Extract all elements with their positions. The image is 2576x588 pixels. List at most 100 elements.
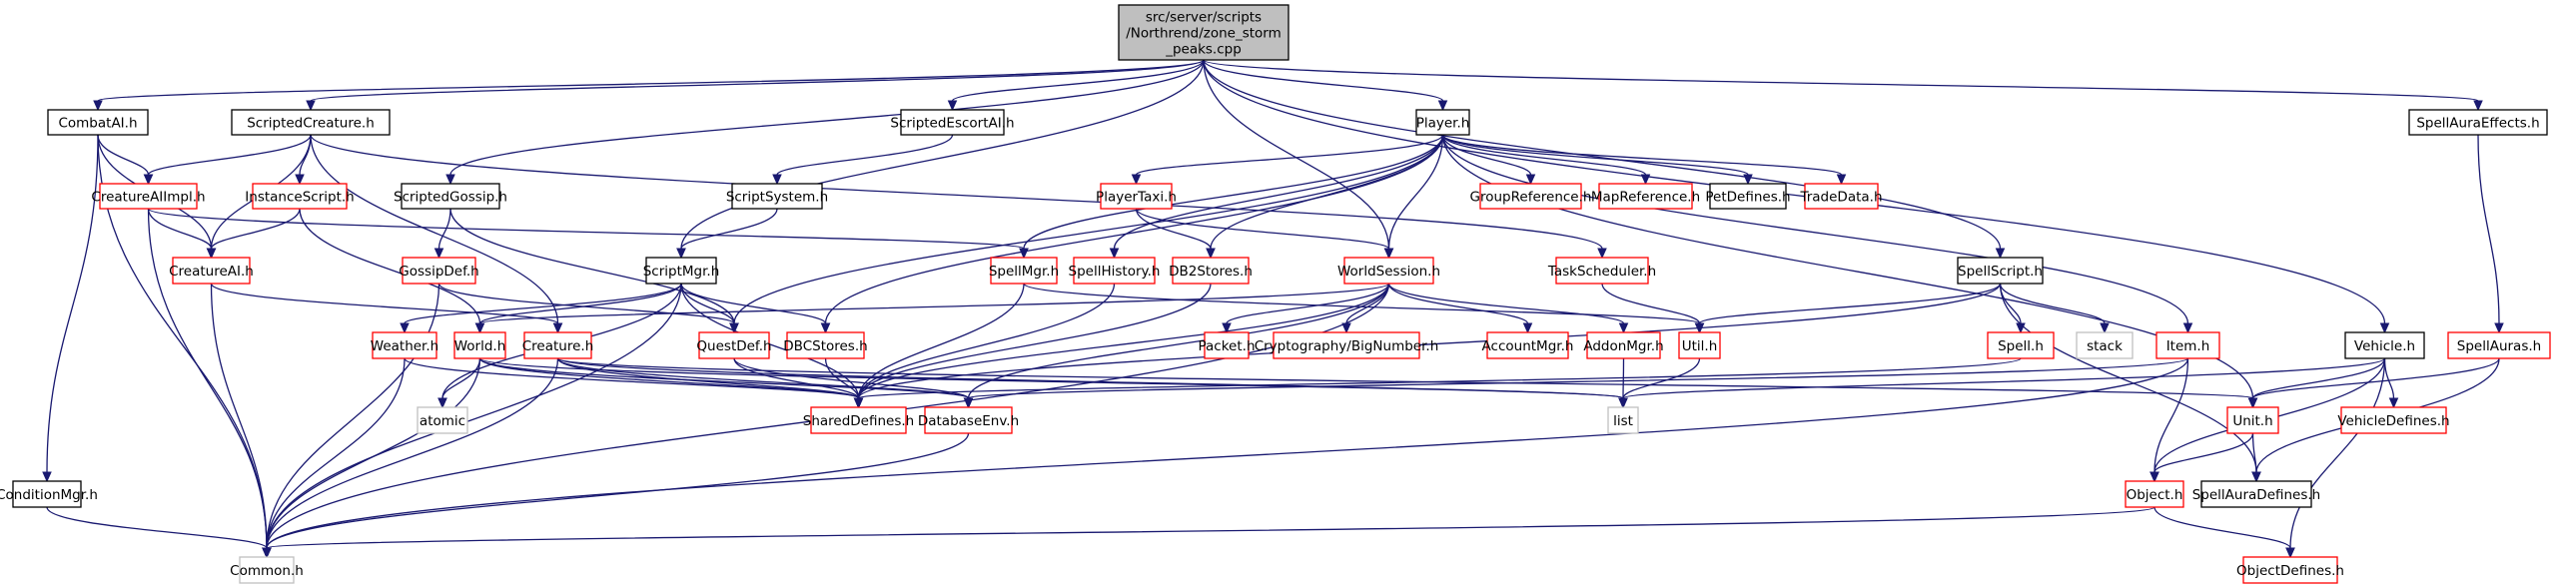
- node-label: Weather.h: [371, 338, 438, 354]
- node-spell-mgr[interactable]: SpellMgr.h: [989, 257, 1059, 285]
- node-pet-defines[interactable]: PetDefines.h: [1705, 183, 1791, 210]
- edge-line: [857, 283, 1025, 399]
- node-dbcstores[interactable]: DBCStores.h: [783, 331, 868, 359]
- edge-player-to-item: [1441, 134, 2193, 334]
- node-box: [402, 257, 476, 285]
- node-label: SpellAuraDefines.h: [2192, 487, 2321, 503]
- node-label: ObjectDefines.h: [2236, 563, 2344, 579]
- edge-gossip-def-to-common: [262, 283, 440, 559]
- edge-line: [1203, 59, 2386, 324]
- node-object-defines[interactable]: ObjectDefines.h: [2236, 556, 2344, 584]
- node-box: [1118, 4, 1289, 61]
- node-label: CreatureAIImpl.h: [91, 190, 205, 206]
- edge-line: [147, 134, 312, 176]
- edge-line: [299, 208, 481, 324]
- node-box: [372, 331, 437, 359]
- edge-line: [478, 283, 682, 324]
- edge-line: [46, 134, 99, 473]
- node-world-session[interactable]: WorldSession.h: [1337, 257, 1440, 285]
- node-vehicle[interactable]: Vehicle.h: [2344, 331, 2425, 359]
- node-script-system[interactable]: ScriptSystem.h: [726, 183, 828, 210]
- node-label: ConditionMgr.h: [0, 487, 98, 503]
- arrowhead-icon: [2473, 100, 2483, 112]
- node-spell-history[interactable]: SpellHistory.h: [1069, 257, 1161, 285]
- node-spell-aura-effects[interactable]: SpellAuraEffects.h: [2408, 109, 2548, 136]
- node-addon-mgr[interactable]: AddonMgr.h: [1583, 331, 1664, 359]
- node-database-env[interactable]: DatabaseEnv.h: [918, 406, 1019, 434]
- node-label: PlayerTaxi.h: [1096, 190, 1177, 206]
- node-label: TaskScheduler.h: [1547, 264, 1656, 280]
- node-trade-data[interactable]: TradeData.h: [1799, 183, 1883, 210]
- node-label: stack: [2087, 338, 2123, 354]
- edge-line: [310, 134, 559, 324]
- edge-line: [1203, 59, 2002, 250]
- node-spell-script[interactable]: SpellScript.h: [1957, 257, 2044, 285]
- edge-line: [266, 506, 2155, 549]
- node-shared-defines[interactable]: SharedDefines.h: [803, 406, 914, 434]
- node-db2-stores[interactable]: DB2Stores.h: [1169, 257, 1253, 285]
- node-vehicle-defines[interactable]: VehicleDefines.h: [2337, 406, 2450, 434]
- node-player-taxi[interactable]: PlayerTaxi.h: [1096, 183, 1177, 210]
- node-scripted-creature[interactable]: ScriptedCreature.h: [231, 109, 391, 136]
- arrowhead-icon: [93, 100, 103, 112]
- node-spell-aura-defines[interactable]: SpellAuraDefines.h: [2192, 480, 2321, 508]
- node-player[interactable]: Player.h: [1415, 109, 1470, 136]
- node-label: Util.h: [1682, 338, 1718, 354]
- edge-line: [437, 208, 451, 250]
- edge-line: [1387, 134, 1444, 250]
- node-account-mgr[interactable]: AccountMgr.h: [1482, 331, 1574, 359]
- node-combat-ai[interactable]: CombatAI.h: [47, 109, 149, 136]
- node-box: [1555, 257, 1649, 285]
- node-spell-auras[interactable]: SpellAuras.h: [2447, 331, 2551, 359]
- edge-line: [1622, 357, 1625, 399]
- node-spell[interactable]: Spell.h: [1987, 331, 2055, 359]
- edge-line: [1622, 357, 2386, 399]
- node-gossip-def[interactable]: GossipDef.h: [399, 257, 479, 285]
- node-scripted-escort-ai[interactable]: ScriptedEscortAI.h: [890, 109, 1015, 136]
- node-box: [1073, 257, 1156, 285]
- edge-scripted-gossip-to-gossip-def: [433, 208, 451, 260]
- node-creature-aiimpl[interactable]: CreatureAIImpl.h: [91, 183, 206, 210]
- edge-line: [2251, 357, 2386, 399]
- edge-line: [680, 208, 778, 250]
- node-label: SharedDefines.h: [803, 413, 914, 429]
- arrowhead-icon: [1222, 322, 1232, 334]
- node-box: [1957, 257, 2044, 285]
- edge-scripted-creature-to-creature: [310, 134, 563, 334]
- arrowhead-icon: [1206, 248, 1216, 260]
- node-world[interactable]: World.h: [453, 331, 506, 359]
- node-box: [1486, 331, 1569, 359]
- node-packet[interactable]: Packet.h: [1198, 331, 1256, 359]
- node-unit[interactable]: Unit.h: [2226, 406, 2279, 434]
- edge-condition-mgr-to-common: [46, 506, 272, 559]
- node-box: [924, 406, 1013, 434]
- node-box: [1709, 183, 1787, 210]
- node-condition-mgr[interactable]: ConditionMgr.h: [0, 480, 98, 508]
- edge-weather-to-common: [262, 357, 406, 559]
- node-big-number[interactable]: Cryptography/BigNumber.h: [1255, 331, 1439, 359]
- node-map-reference[interactable]: MapReference.h: [1591, 183, 1700, 210]
- node-instance-script[interactable]: InstanceScript.h: [245, 183, 355, 210]
- node-util[interactable]: Util.h: [1678, 331, 1721, 359]
- arrowhead-icon: [820, 322, 831, 334]
- node-scripted-gossip[interactable]: ScriptedGossip.h: [394, 183, 507, 210]
- arrowhead-icon: [552, 322, 563, 334]
- node-weather[interactable]: Weather.h: [371, 331, 438, 359]
- node-root[interactable]: src/server/scripts/Northrend/zone_storm_…: [1118, 4, 1289, 61]
- node-creature[interactable]: Creature.h: [522, 331, 594, 359]
- node-box: [2340, 406, 2447, 434]
- node-task-scheduler[interactable]: TaskScheduler.h: [1547, 257, 1656, 285]
- node-label: src/server/scripts: [1146, 10, 1262, 26]
- node-group-reference[interactable]: GroupReference.h: [1470, 183, 1592, 210]
- node-box: [2155, 331, 2220, 359]
- edge-player-to-spell-mgr: [1019, 134, 1444, 260]
- node-script-mgr[interactable]: ScriptMgr.h: [643, 257, 720, 285]
- node-item[interactable]: Item.h: [2155, 331, 2220, 359]
- edge-script-mgr-to-dbcstores: [680, 283, 831, 334]
- arrowhead-icon: [1109, 248, 1120, 260]
- edge-line: [1999, 283, 2106, 324]
- node-quest-def[interactable]: QuestDef.h: [696, 331, 772, 359]
- node-object[interactable]: Object.h: [2125, 480, 2184, 508]
- arrowhead-icon: [445, 174, 455, 186]
- node-creature-ai[interactable]: CreatureAI.h: [169, 257, 254, 285]
